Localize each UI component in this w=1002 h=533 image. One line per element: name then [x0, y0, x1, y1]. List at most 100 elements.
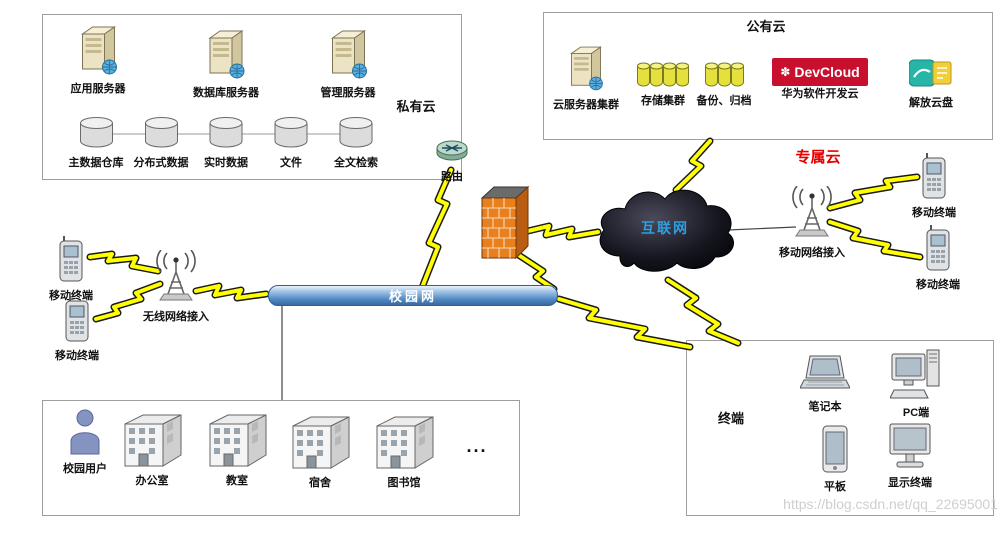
- node-label: 备份、归档: [696, 95, 752, 107]
- database-icon: [76, 114, 116, 150]
- node-label: 无线网络接入: [143, 311, 209, 323]
- watermark: https://blog.csdn.net/qq_22695001: [783, 496, 998, 512]
- node-label: 移动终端: [916, 279, 960, 291]
- person-icon: [66, 408, 104, 456]
- terminal-title: 终端: [717, 411, 745, 426]
- private-cloud-label: 私有云: [396, 99, 436, 114]
- backup-archive-icon: [704, 62, 744, 87]
- monitor-icon: [887, 422, 933, 470]
- node-label: 存储集群: [641, 95, 685, 107]
- main-data-warehouse-node: 主数据仓库: [69, 114, 124, 170]
- mobile-access-node: 移动网络接入: [779, 186, 845, 260]
- devcloud-brand-text: DevCloud: [794, 64, 860, 80]
- node-label: 主数据仓库: [68, 157, 124, 169]
- antenna-icon: [790, 186, 834, 240]
- backup-archive-node: 备份、归档: [697, 60, 752, 108]
- huawei-flower-icon: ✽: [780, 65, 791, 79]
- mobile-terminal-node: 移动终端: [916, 224, 960, 292]
- storage-cluster-node: 存储集群: [636, 60, 691, 108]
- phone-icon: [919, 152, 949, 200]
- node-label: 路由: [441, 171, 463, 183]
- node-label: 教室: [226, 475, 248, 487]
- server-icon: [76, 24, 120, 76]
- firewall-icon: [478, 182, 530, 262]
- monitor-node: 显示终端: [887, 422, 933, 490]
- node-label: 文件: [280, 157, 302, 169]
- tablet-node: 平板: [820, 424, 850, 494]
- campus-buildings-box: [42, 400, 520, 516]
- classroom-node: 教室: [206, 410, 268, 488]
- distributed-data-node: 分布式数据: [134, 114, 189, 170]
- building-icon: [289, 412, 351, 470]
- pc-node: PC端: [890, 346, 942, 420]
- node-label: 实时数据: [204, 157, 248, 169]
- files-node: 文件: [271, 114, 311, 170]
- node-label: 办公室: [135, 475, 169, 487]
- lightning-bolt: [664, 276, 742, 347]
- devcloud-node: ✽ DevCloud 华为软件开发云: [772, 58, 868, 101]
- node-label: 解放云盘: [909, 97, 953, 109]
- node-label: 全文检索: [334, 157, 378, 169]
- realtime-data-node: 实时数据: [204, 114, 248, 170]
- router-icon: [434, 136, 470, 164]
- laptop-icon: [800, 354, 850, 394]
- phone-icon: [62, 295, 92, 343]
- mobile-terminal-node: 移动终端: [55, 295, 99, 363]
- database-icon: [141, 114, 181, 150]
- dormitory-node: 宿舍: [289, 412, 351, 490]
- node-label: 笔记本: [808, 401, 842, 413]
- server-icon: [204, 28, 248, 80]
- dedicated-cloud-label: 专属云: [795, 149, 841, 166]
- node-label: 宿舍: [309, 477, 331, 489]
- node-label: 显示终端: [888, 477, 932, 489]
- tablet-icon: [820, 424, 850, 474]
- laptop-node: 笔记本: [800, 354, 850, 414]
- node-label: 移动终端: [55, 350, 99, 362]
- app-server-node: 应用服务器: [71, 24, 126, 96]
- public-cloud-title: 公有云: [746, 19, 786, 34]
- office-node: 办公室: [121, 410, 183, 488]
- wireless-access-node: 无线网络接入: [143, 250, 209, 324]
- antenna-icon: [154, 250, 198, 304]
- database-icon: [336, 114, 376, 150]
- firewall-node: [478, 182, 530, 267]
- router-node: 路由: [434, 136, 470, 184]
- node-label: 数据库服务器: [193, 87, 259, 99]
- management-server-node: 管理服务器: [321, 28, 376, 100]
- storage-cluster-icon: [637, 62, 689, 87]
- library-node: 图书馆: [373, 412, 435, 490]
- lightning-bolt: [419, 166, 455, 289]
- phone-icon: [56, 235, 86, 283]
- cloud-disk-icon: [909, 56, 953, 90]
- campus-user-node: 校园用户: [63, 408, 107, 476]
- devcloud-logo: ✽ DevCloud: [772, 58, 868, 86]
- database-icon: [271, 114, 311, 150]
- node-label: 分布式数据: [133, 157, 189, 169]
- campus-network-label: 校园网: [388, 289, 437, 304]
- internet-label: 互联网: [641, 220, 689, 236]
- lightning-bolt: [555, 295, 694, 351]
- server-icon: [326, 28, 370, 80]
- phone-icon: [923, 224, 953, 272]
- building-icon: [121, 410, 183, 468]
- node-label: 云服务器集群: [553, 99, 619, 111]
- mobile-terminal-node: 移动终端: [912, 152, 956, 220]
- node-label: 应用服务器: [70, 83, 126, 95]
- campus-network-pipe: 校园网: [268, 285, 558, 306]
- cloud-disk-node: 解放云盘: [909, 56, 953, 110]
- internet-cloud-node: 互联网: [590, 176, 740, 280]
- fulltext-search-node: 全文检索: [334, 114, 378, 170]
- node-label: 平板: [824, 481, 846, 493]
- more-buildings-ellipsis: ...: [466, 436, 488, 456]
- node-label: 校园用户: [63, 463, 107, 475]
- node-label: 图书馆: [387, 477, 421, 489]
- node-label: 管理服务器: [320, 87, 376, 99]
- server-icon: [566, 44, 606, 92]
- node-label: 移动终端: [912, 207, 956, 219]
- node-label: PC端: [902, 407, 930, 419]
- building-icon: [206, 410, 268, 468]
- mobile-terminal-node: 移动终端: [49, 235, 93, 303]
- node-label: 华为软件开发云: [781, 88, 859, 100]
- cloud-server-cluster-node: 云服务器集群: [553, 44, 619, 112]
